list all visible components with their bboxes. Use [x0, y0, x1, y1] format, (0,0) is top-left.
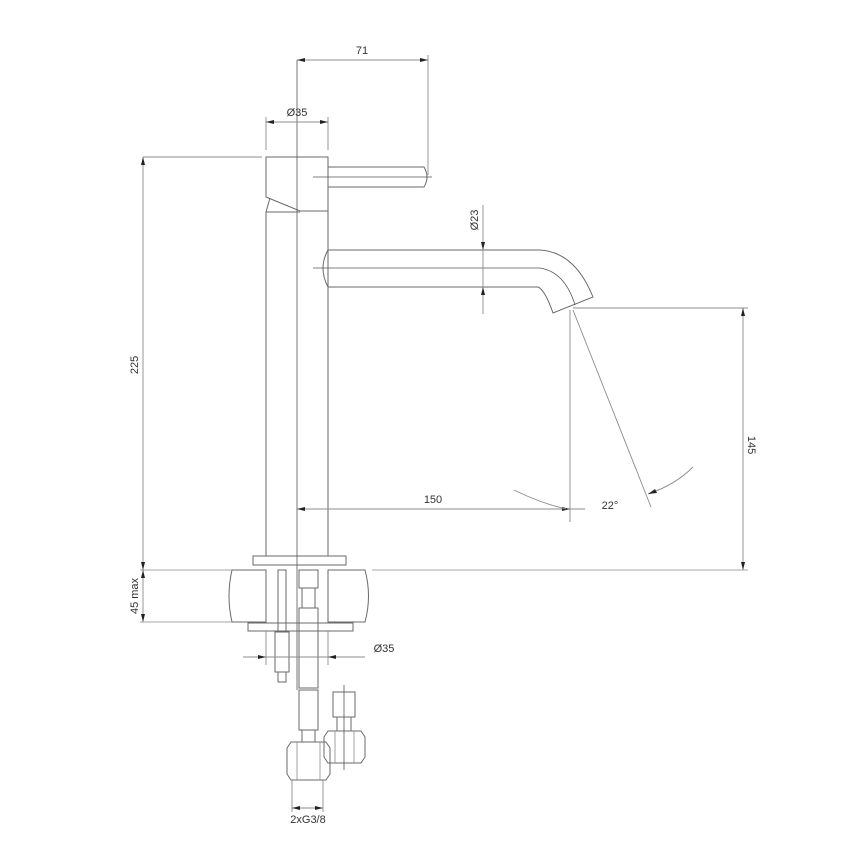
- label-diameter-35-bottom: Ø35: [374, 643, 395, 655]
- label-145: 145: [745, 436, 757, 454]
- label-diameter-23: Ø23: [469, 210, 481, 231]
- dim-handle-length: 71: [297, 45, 429, 175]
- mounting-hardware: [274, 569, 366, 781]
- tap-body: [252, 156, 594, 566]
- dim-body-diameter-bottom: Ø35: [243, 631, 394, 665]
- label-45-max: 45 max: [129, 577, 141, 614]
- dim-deck-thickness: 45 max: [129, 570, 145, 622]
- dim-body-diameter-top: Ø35: [265, 107, 329, 150]
- dim-spout-height: 145: [573, 307, 757, 570]
- countertop-section: [140, 569, 748, 632]
- dim-spout-angle: 22°: [513, 309, 694, 512]
- dim-connections: 2xG3/8: [290, 780, 326, 826]
- label-connections: 2xG3/8: [290, 814, 325, 826]
- dim-spout-diameter: Ø23: [469, 205, 485, 314]
- dim-spout-reach: 150: [297, 310, 585, 522]
- label-225: 225: [129, 356, 141, 374]
- center-lines: [296, 60, 576, 690]
- label-150: 150: [424, 494, 442, 506]
- label-angle-22: 22°: [602, 500, 619, 512]
- label-diameter-35-top: Ø35: [287, 107, 308, 119]
- label-71: 71: [356, 45, 368, 57]
- dim-total-height: 225: [129, 156, 262, 570]
